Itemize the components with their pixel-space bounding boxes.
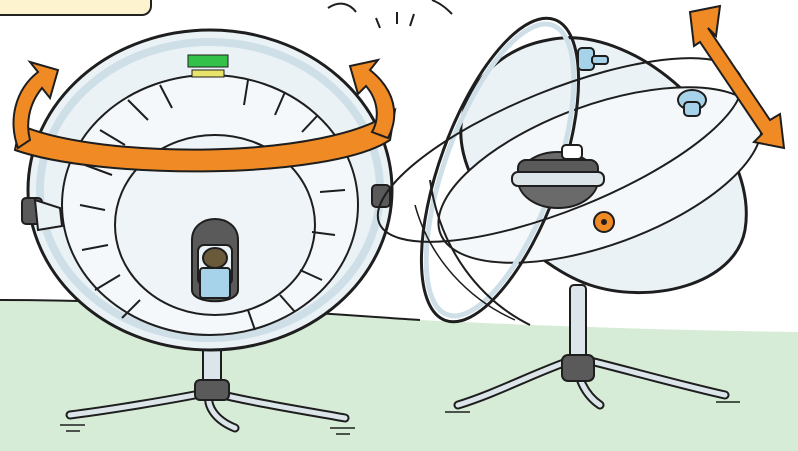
right-stand-pole	[570, 285, 586, 365]
indicator-light-green	[188, 55, 228, 67]
heating-element-core	[203, 248, 227, 268]
sparkle-lines	[328, 0, 452, 28]
indicator-light-yellow	[192, 70, 224, 77]
